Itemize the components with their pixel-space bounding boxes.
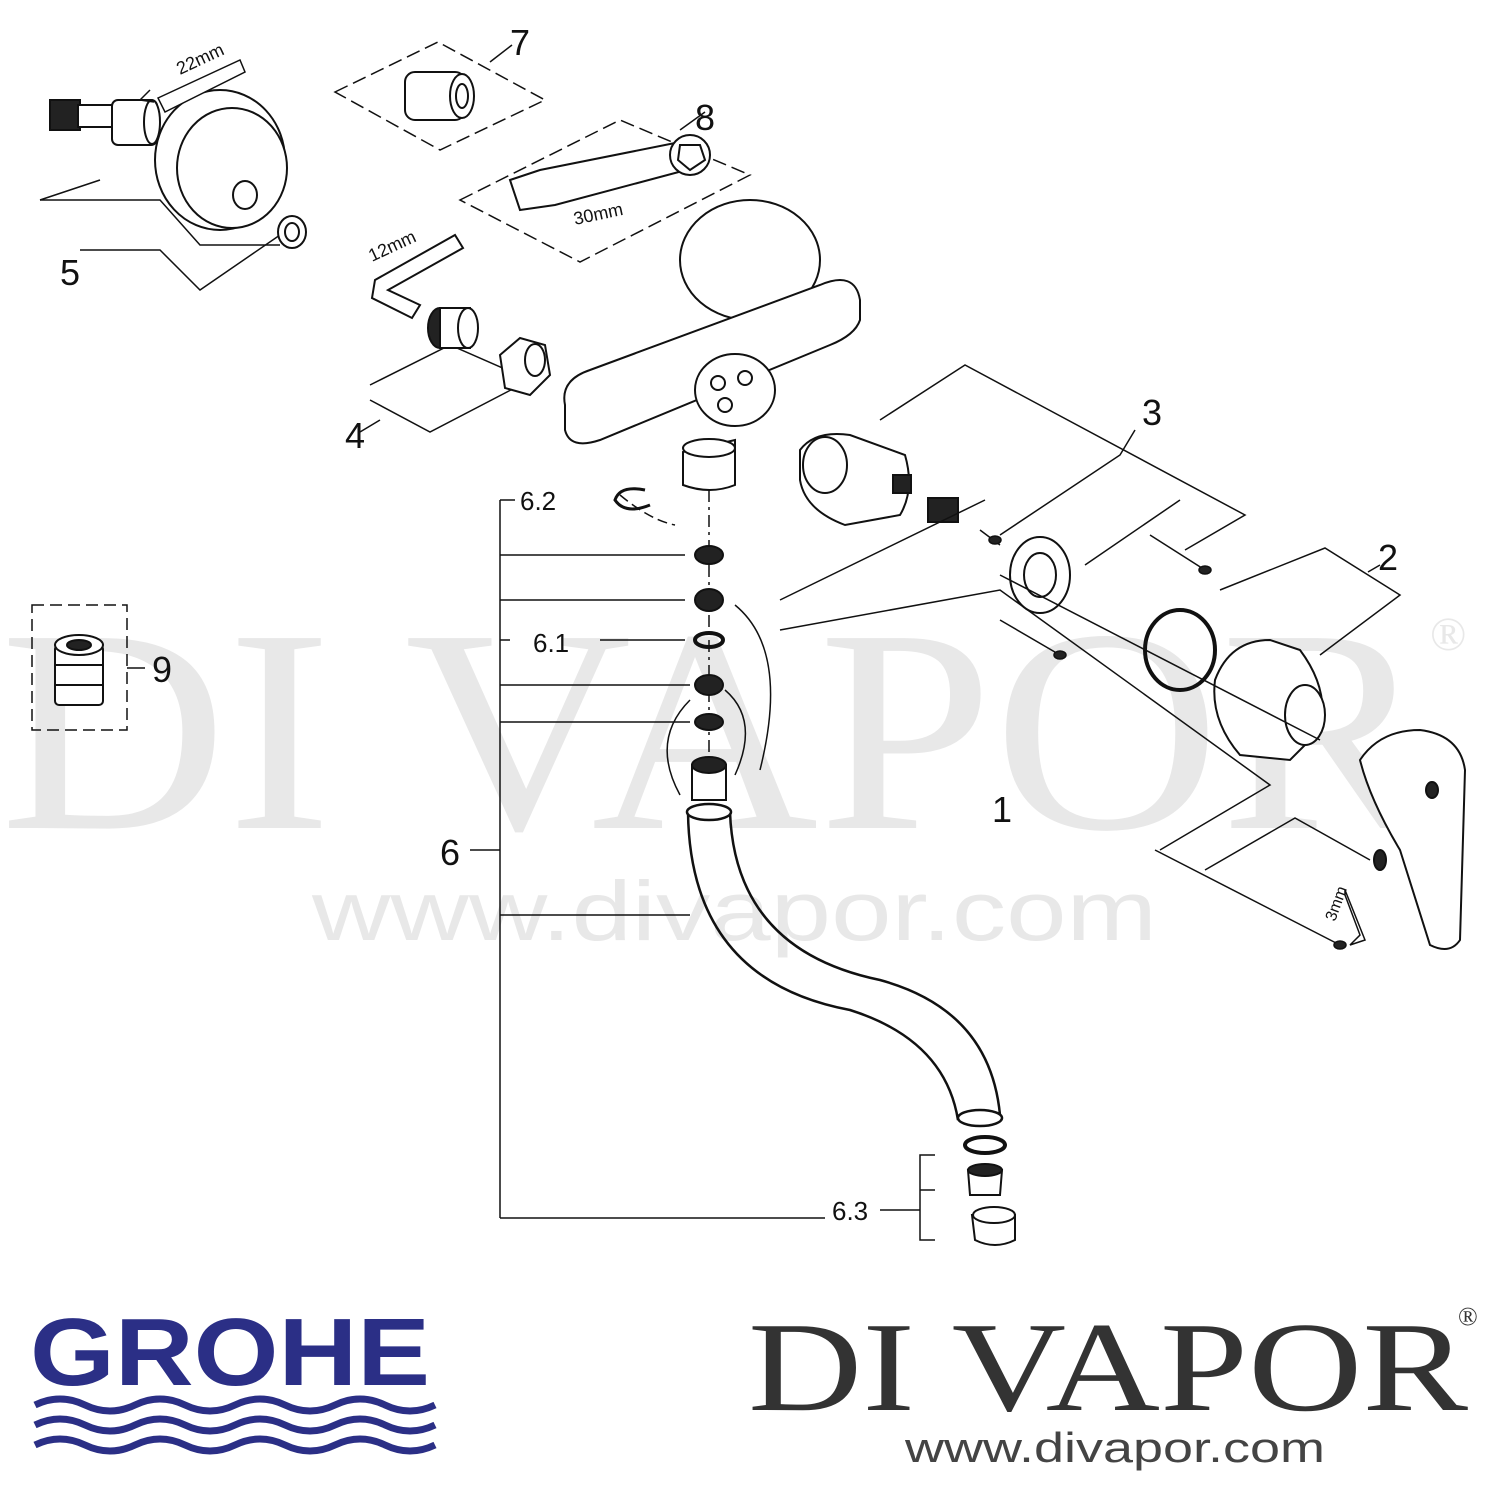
divapor-registered: ® — [1458, 1302, 1478, 1331]
watermark: DI VAPOR ® www.divapor.com — [0, 570, 1466, 958]
lever-handle — [1358, 728, 1467, 950]
spout-tube — [685, 802, 1004, 1128]
divapor-brand: DI VAPOR — [748, 1296, 1469, 1438]
spout-seals — [691, 545, 727, 801]
retaining-clip — [613, 487, 651, 511]
part-label-3: 3 — [1142, 392, 1162, 433]
fixing-screw — [979, 529, 1212, 660]
part-label-5: 5 — [60, 252, 80, 293]
part-8-group — [458, 111, 752, 263]
watermark-brand: DI VAPOR — [0, 570, 1432, 891]
threaded-adapter — [54, 634, 104, 706]
escutcheon-sleeve — [1213, 638, 1326, 762]
check-valve — [427, 307, 479, 349]
part-7-group — [333, 41, 547, 151]
part-label-8: 8 — [695, 97, 715, 138]
part-label-1: 1 — [992, 789, 1012, 830]
grohe-logo: GROHE — [30, 1299, 437, 1455]
wrench-30mm-icon — [508, 134, 711, 212]
part-1-group — [779, 499, 1467, 950]
part-label-7: 7 — [510, 22, 530, 63]
grub-screw — [1373, 849, 1387, 871]
part-5-group — [39, 58, 307, 291]
part-9-group — [31, 604, 145, 731]
grohe-logo-text: GROHE — [30, 1299, 430, 1406]
watermark-registered: ® — [1430, 608, 1466, 661]
divapor-logo: DI VAPOR ® www.divapor.com — [748, 1296, 1478, 1471]
wrench-22mm-icon — [139, 58, 246, 114]
part-label-6-3: 6.3 — [832, 1196, 868, 1226]
part-label-6: 6 — [440, 832, 460, 873]
hex-key-12mm-icon — [370, 233, 465, 320]
rosette-disk — [154, 89, 288, 231]
part-label-6-2: 6.2 — [520, 486, 556, 516]
part-label-9: 9 — [152, 649, 172, 690]
tool-size-30mm: 30mm — [572, 199, 625, 229]
part-label-2: 2 — [1378, 537, 1398, 578]
part-label-4: 4 — [345, 415, 365, 456]
adapter-sleeve — [404, 71, 475, 121]
cover-ring — [1009, 536, 1071, 614]
watermark-url: www.divapor.com — [311, 864, 1157, 958]
part-6-group — [470, 487, 1016, 1246]
part-label-6-1: 6.1 — [533, 628, 569, 658]
divapor-url: www.divapor.com — [904, 1424, 1325, 1471]
s-union-connector — [49, 99, 161, 146]
hex-key-3mm-icon — [1333, 889, 1366, 950]
part-3-group — [799, 364, 1247, 660]
grohe-waves-icon — [33, 1395, 437, 1455]
mixer-body — [563, 199, 861, 491]
part-2-group — [1143, 547, 1402, 762]
union-nut — [498, 336, 552, 397]
cartridge — [799, 433, 912, 527]
part-4-group — [359, 233, 552, 433]
spindle-extension — [927, 497, 959, 523]
aerator — [963, 1135, 1016, 1246]
